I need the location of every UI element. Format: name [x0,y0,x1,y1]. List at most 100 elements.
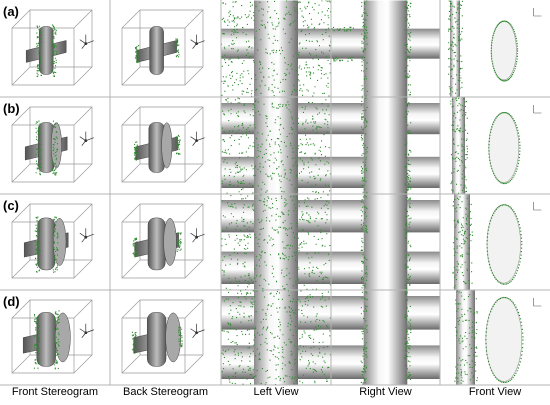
tube-end-cap [165,312,182,363]
column-label: Front View [468,386,522,398]
column-label: Back Stereogram [123,386,208,398]
point-cloud-right-edge [51,24,58,77]
vertical-tube [146,312,167,367]
point-cloud-edge [333,56,353,62]
cross-section-ellipse [485,297,523,382]
corner-axis [533,8,542,17]
tube-end-cap [54,312,71,363]
panel-r4-c1 [11,299,94,374]
axis-origin [84,331,88,335]
vertical-tube-view [363,290,408,385]
panel-r3-c3 [221,194,331,290]
panel-r1-c2 [121,9,205,86]
row-label: (d) [3,294,20,309]
point-cloud-edge [331,26,354,32]
vertical-tube-view [254,194,298,290]
wireframe-box [121,9,204,86]
axis-origin [84,42,88,46]
point-cloud-edge [404,197,412,290]
point-cloud-section [448,0,463,97]
point-cloud-dense [221,97,331,194]
tube-end-cap [50,122,62,169]
point-cloud-tube-end [131,331,137,354]
vertical-tube-view [363,0,408,97]
panel-r4-c5 [454,290,542,385]
panel-grid [0,0,550,386]
tube-section [450,0,460,97]
corner-axis [533,105,542,114]
point-cloud-tube-end [135,45,140,63]
panel-r2-c3 [221,97,331,194]
point-cloud-edge [404,97,412,194]
wireframe-box [121,203,204,279]
point-cloud-tube-end [178,326,183,348]
axis-origin [195,235,198,239]
panel-r2-c4 [331,97,440,194]
axis-origin [195,42,198,46]
point-cloud-edge [360,195,368,289]
panel-r3-c2 [121,203,205,279]
tube-end-cap [52,218,67,266]
vertical-tube-view [363,194,408,290]
point-cloud-right-edge [53,310,60,370]
wireframe-box [11,9,93,86]
panel-r1-c3 [221,0,331,97]
point-cloud-right-edge [52,120,59,176]
point-cloud-edge [361,0,368,97]
axis-triad [190,131,205,146]
corner-axis [533,298,542,307]
cross-section-ellipse [486,204,521,284]
point-cloud-section [450,97,469,194]
point-cloud-left-edge [33,314,40,369]
point-cloud-left-edge [36,25,43,77]
row-label: (c) [3,198,19,213]
point-cloud-right-edge [52,216,59,273]
wireframe-box [11,203,93,279]
axis-origin [195,331,198,335]
point-cloud-tube-end [133,141,139,161]
point-cloud-tube-end [176,232,182,252]
panel-r4-c2 [121,299,205,374]
axis-triad [79,131,94,146]
point-cloud-dense [221,194,331,290]
panel-r2-c2 [121,106,205,183]
vertical-tube-view [254,290,298,385]
wireframe-box [121,106,204,183]
panel-r1-c4 [331,0,440,97]
column-label: Right View [359,386,412,398]
tube-end-cap [163,218,177,266]
panel-r4-c4 [331,290,440,385]
axis-triad [190,34,205,49]
panel-r4-c3 [221,290,331,385]
panel-r1-c5 [448,0,542,97]
vertical-tube [38,26,54,75]
wireframe-box [121,299,204,374]
vertical-tube [147,217,166,271]
column-label: Front Stereogram [11,386,99,398]
panel-r3-c5 [452,194,542,290]
cross-section-ellipse [488,112,520,183]
corner-axis [533,202,542,211]
axis-triad [79,323,94,338]
point-cloud-section [452,196,473,290]
point-cloud-edge [404,0,412,96]
row-label: (a) [3,4,19,19]
axis-triad [79,34,94,49]
vertical-tube-view [363,97,408,194]
panel-r2-c5 [450,97,542,194]
axis-origin [84,235,88,239]
point-cloud-edge [360,97,368,194]
vertical-tube [149,26,164,75]
axis-origin [195,139,198,143]
axis-triad [190,323,205,338]
tube-end-cap [161,122,173,169]
point-cloud-tube-end [174,38,180,58]
row-label: (b) [3,101,20,116]
point-cloud-left-edge [34,216,41,273]
point-cloud-left-edge [35,120,42,176]
panel-r3-c1 [11,203,94,279]
axis-triad [190,228,205,243]
axis-triad [79,228,94,243]
panel-r3-c4 [331,194,440,290]
point-cloud-edge [404,290,412,380]
